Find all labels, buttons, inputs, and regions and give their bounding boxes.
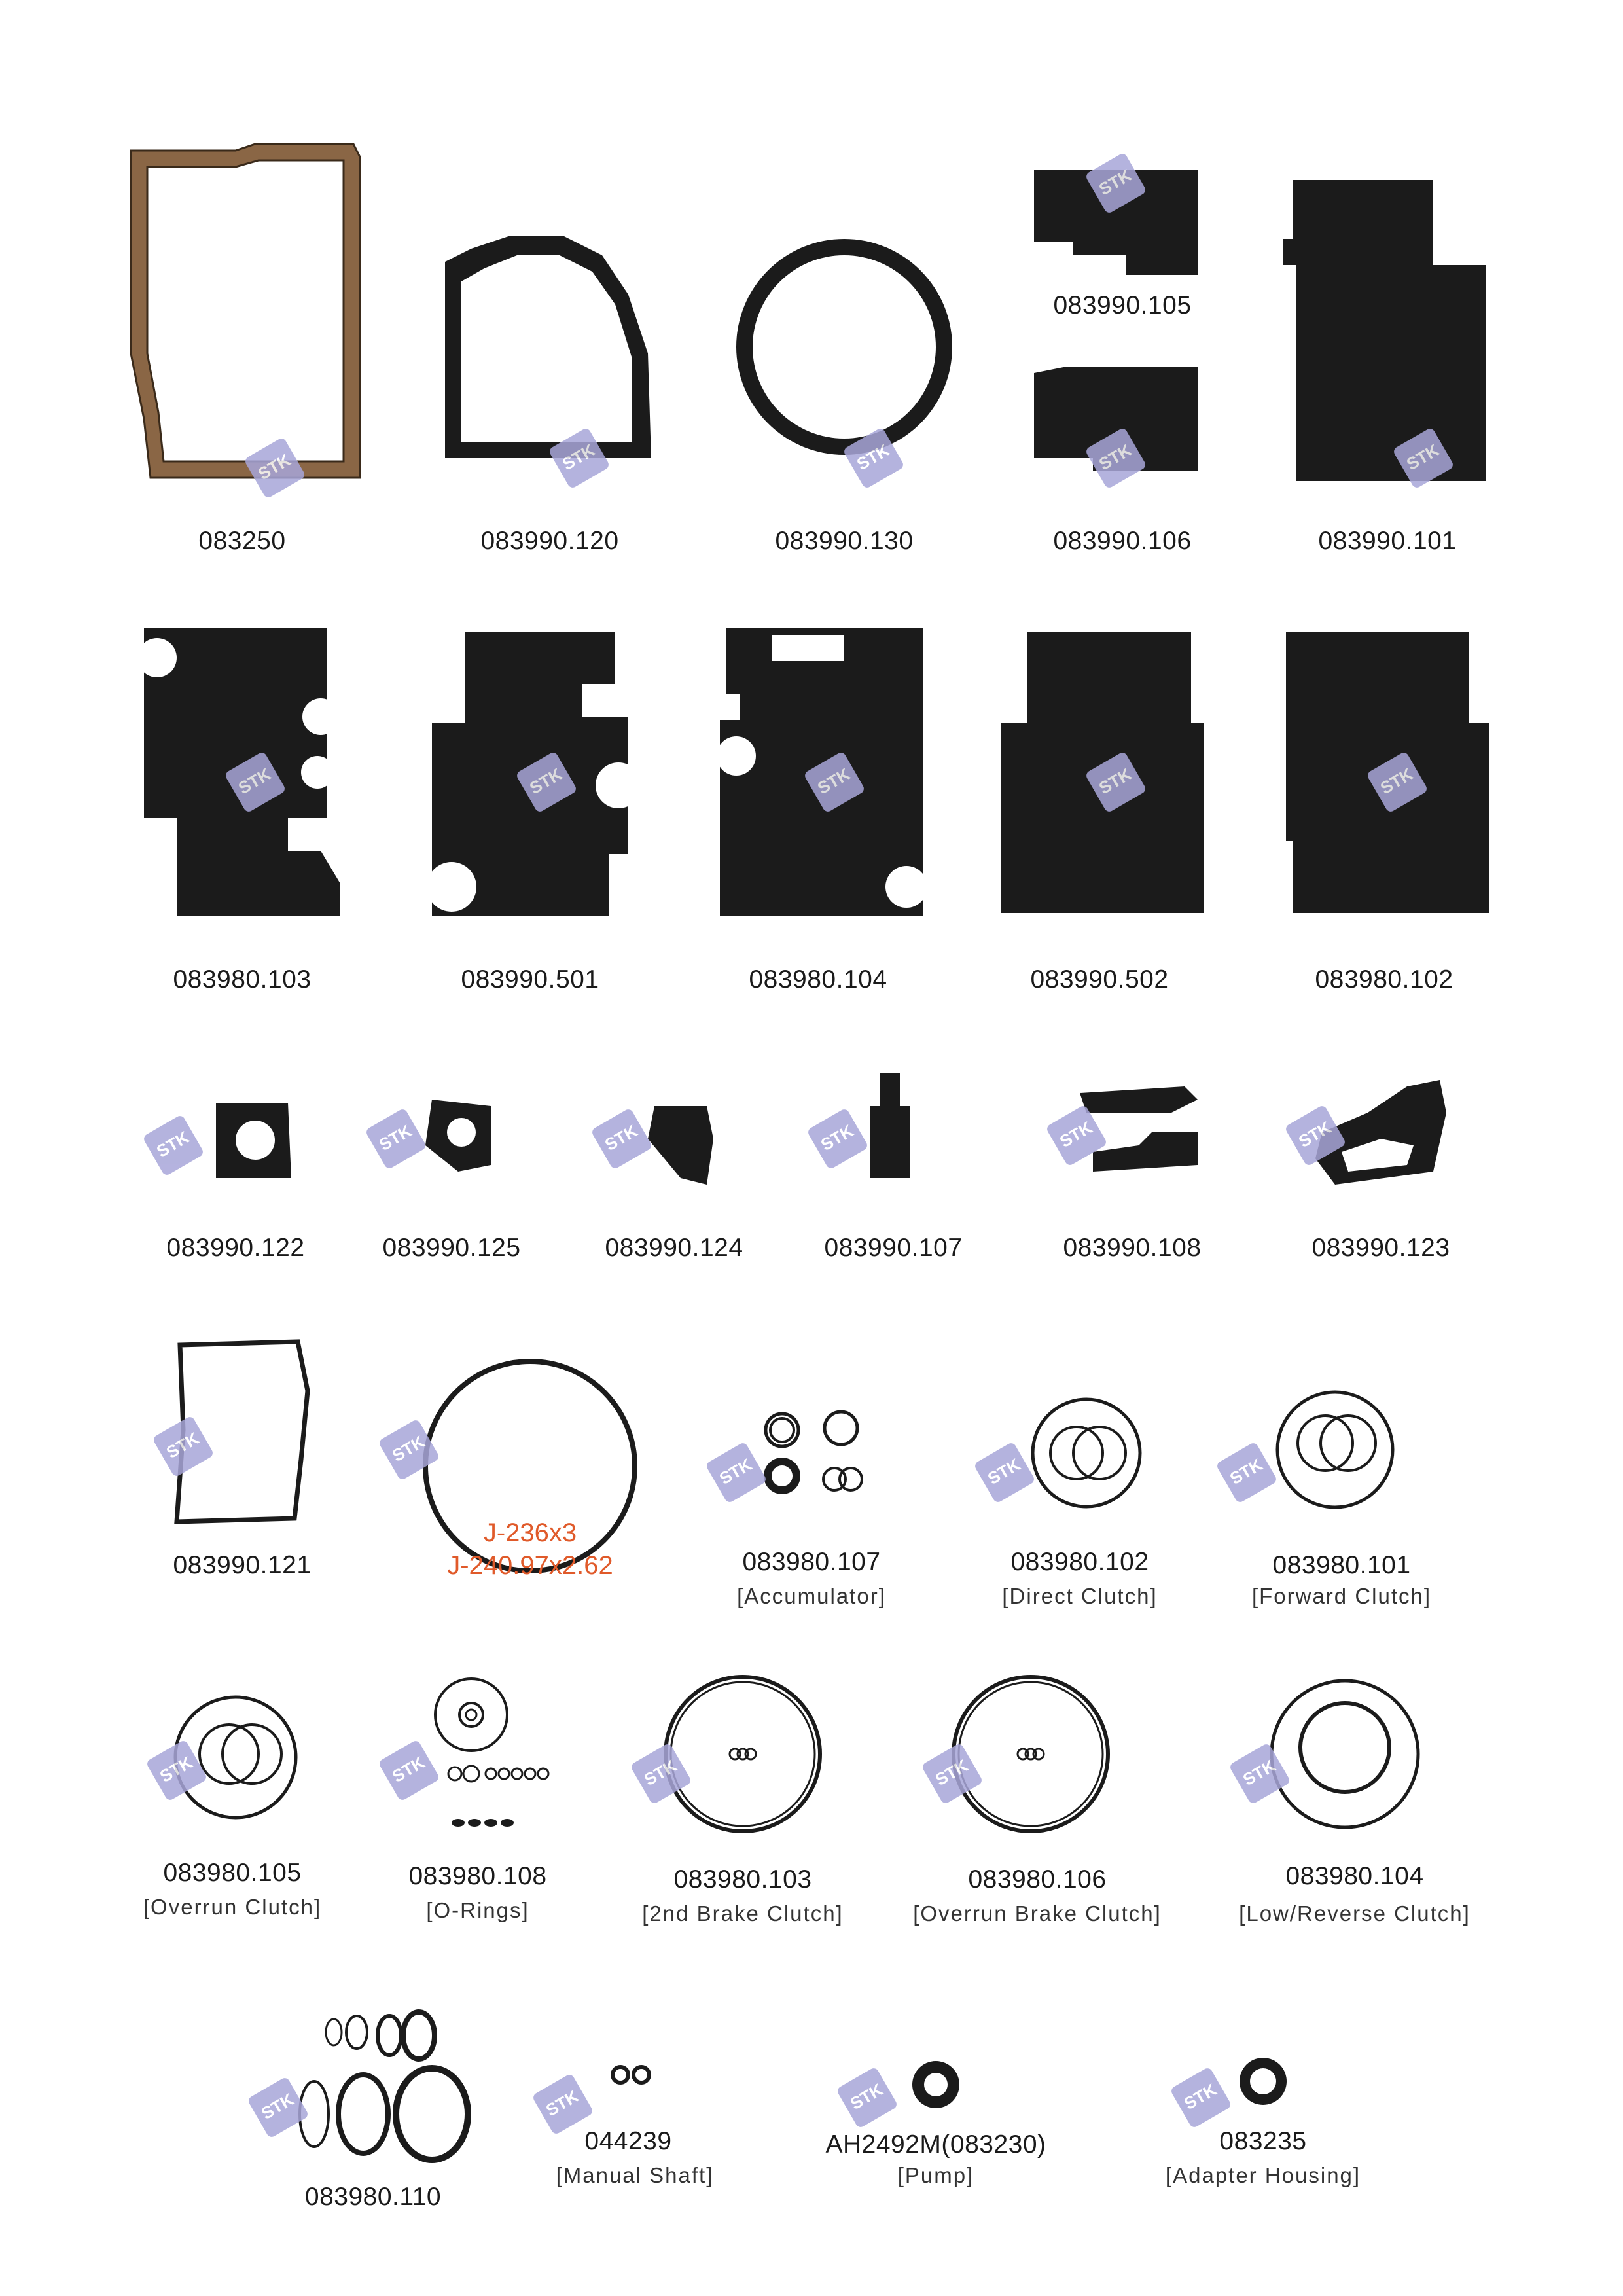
part-code: 083980.104 bbox=[749, 965, 887, 994]
part-code: 083990.123 bbox=[1311, 1234, 1450, 1262]
stk-watermark-logo: STK bbox=[806, 1107, 869, 1170]
clutch-seal-image bbox=[664, 1675, 822, 1833]
part-code: 083990.121 bbox=[173, 1551, 312, 1579]
part-code: 083980.105 bbox=[163, 1859, 302, 1887]
sealing-ring-set-image bbox=[298, 2009, 471, 2163]
stk-watermark-logo: STK bbox=[1169, 2066, 1232, 2129]
part-code: 083990.124 bbox=[605, 1234, 743, 1262]
seal-set-image bbox=[764, 1410, 863, 1494]
part-code: 083980.107 bbox=[742, 1548, 881, 1576]
part-code: 083990.106 bbox=[1053, 527, 1192, 555]
small-gasket-image bbox=[648, 1106, 713, 1185]
part-code: 083980.108 bbox=[408, 1862, 547, 1890]
adapter-seal-image bbox=[1240, 2058, 1287, 2105]
clutch-seal-image bbox=[1031, 1397, 1142, 1509]
part-code: 083990.107 bbox=[824, 1234, 963, 1262]
small-gasket-image bbox=[216, 1103, 291, 1178]
cork-pan-gasket-image bbox=[130, 143, 361, 479]
part-code: 083990.125 bbox=[382, 1234, 521, 1262]
part-code: 083980.103 bbox=[673, 1865, 812, 1893]
part-description: [O-Rings] bbox=[426, 1898, 529, 1922]
part-code: 083235 bbox=[1219, 2127, 1307, 2155]
stk-watermark-logo: STK bbox=[836, 2066, 899, 2129]
part-description: [Low/Reverse Clutch] bbox=[1239, 1901, 1471, 1926]
part-description: [2nd Brake Clutch] bbox=[642, 1901, 844, 1926]
stk-watermark-logo: STK bbox=[531, 2073, 594, 2136]
shaft-seal-image bbox=[611, 2065, 651, 2085]
part-code: 083980.110 bbox=[304, 2183, 442, 2211]
part-code: 083250 bbox=[198, 527, 286, 555]
part-code: 083980.103 bbox=[173, 965, 312, 994]
gasket-image bbox=[445, 236, 651, 458]
part-code: 083980.101 bbox=[1272, 1551, 1411, 1579]
part-code: 083990.108 bbox=[1063, 1234, 1202, 1262]
part-description: [Overrun Brake Clutch] bbox=[913, 1901, 1162, 1926]
clutch-seal-image bbox=[1270, 1679, 1420, 1829]
part-code: 083980.106 bbox=[968, 1865, 1107, 1893]
stk-watermark-logo: STK bbox=[142, 1114, 205, 1177]
o-ring-set-image bbox=[434, 1677, 550, 1827]
clutch-seal-image bbox=[952, 1675, 1110, 1833]
valve-body-gasket-image bbox=[1034, 367, 1198, 471]
pump-seal-image bbox=[912, 2061, 959, 2108]
part-code: AH2492M(083230) bbox=[825, 2130, 1046, 2159]
stk-watermark-logo: STK bbox=[705, 1441, 768, 1504]
part-code: 083990.502 bbox=[1030, 965, 1169, 994]
part-description: [Forward Clutch] bbox=[1251, 1584, 1432, 1608]
o-ring-spec-1: J-236x3 bbox=[483, 1518, 577, 1547]
part-code: 083990.105 bbox=[1053, 291, 1192, 319]
small-gasket-image bbox=[425, 1100, 491, 1172]
part-description: [Adapter Housing] bbox=[1165, 2163, 1361, 2187]
stk-watermark-logo: STK bbox=[973, 1441, 1036, 1504]
part-code: 083990.101 bbox=[1318, 527, 1457, 555]
part-code: 083990.501 bbox=[461, 965, 599, 994]
part-description: [Pump] bbox=[897, 2163, 974, 2187]
valve-body-gasket-image bbox=[1034, 170, 1198, 275]
part-code: 083990.122 bbox=[166, 1234, 305, 1262]
clutch-seal-image bbox=[1275, 1390, 1395, 1509]
part-code: 083990.120 bbox=[480, 527, 619, 555]
stk-watermark-logo: STK bbox=[365, 1107, 427, 1170]
part-description: [Direct Clutch] bbox=[1002, 1584, 1158, 1608]
part-description: [Overrun Clutch] bbox=[143, 1895, 322, 1919]
o-ring-spec-2: J-240.97x2.62 bbox=[447, 1551, 613, 1580]
part-description: [Accumulator] bbox=[737, 1584, 886, 1608]
part-description: [Manual Shaft] bbox=[556, 2163, 714, 2187]
ring-gasket-image bbox=[736, 239, 952, 455]
part-code: 044239 bbox=[584, 2127, 672, 2155]
small-gasket-image bbox=[1315, 1080, 1446, 1185]
small-gasket-image bbox=[870, 1073, 910, 1178]
part-code: 083980.102 bbox=[1010, 1548, 1149, 1576]
part-code: 083980.102 bbox=[1315, 965, 1454, 994]
small-gasket-image bbox=[1080, 1086, 1198, 1172]
part-code: 083980.104 bbox=[1285, 1862, 1424, 1890]
stk-watermark-logo: STK bbox=[1215, 1441, 1278, 1504]
part-code: 083990.130 bbox=[775, 527, 914, 555]
valve-body-gasket-image bbox=[1283, 180, 1486, 481]
